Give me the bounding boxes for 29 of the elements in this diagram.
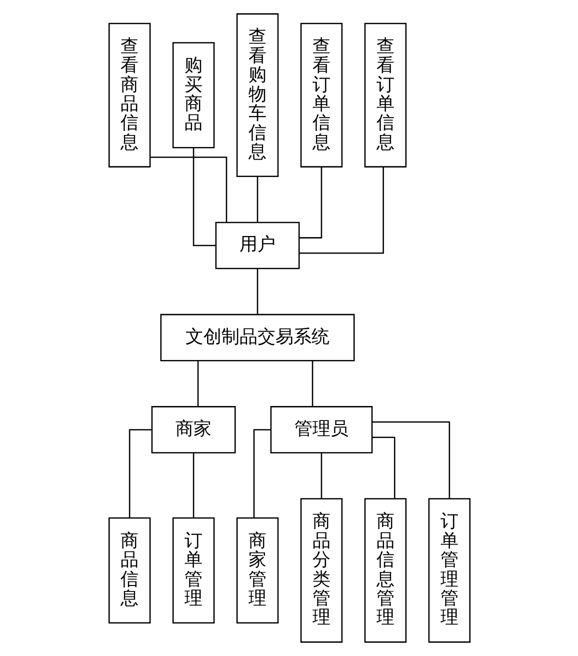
node-box: 查看购物车信息 xyxy=(236,13,278,178)
node-box: 购买商品 xyxy=(172,42,214,148)
connector xyxy=(256,268,258,314)
node-box: 商家 xyxy=(150,406,236,454)
connector xyxy=(372,436,395,498)
node-box: 商品信息 xyxy=(108,517,150,624)
node-box: 文创制品交易系统 xyxy=(160,314,354,362)
connector xyxy=(192,452,194,518)
node-box: 查看商品信息 xyxy=(108,22,150,168)
connector xyxy=(252,429,270,518)
node-box: 订单管理管理 xyxy=(428,498,470,643)
connector xyxy=(128,429,152,518)
connector xyxy=(192,148,216,246)
node-box: 商品信息管理 xyxy=(364,498,406,643)
node-box: 订单管理 xyxy=(172,517,214,624)
connector xyxy=(150,156,227,222)
connector xyxy=(196,360,198,406)
connector xyxy=(298,166,322,238)
node-box: 商家管理 xyxy=(236,517,278,624)
connector xyxy=(320,452,322,499)
connector xyxy=(311,360,313,406)
connector xyxy=(298,167,384,254)
node-box: 商品分类管理 xyxy=(300,498,342,643)
node-box: 查看订单信息 xyxy=(300,22,342,168)
connector xyxy=(372,421,450,498)
node-box: 管理员 xyxy=(270,406,372,454)
connector xyxy=(256,176,258,222)
node-box: 查看订单信息 xyxy=(364,22,406,168)
node-box: 用户 xyxy=(214,222,300,270)
